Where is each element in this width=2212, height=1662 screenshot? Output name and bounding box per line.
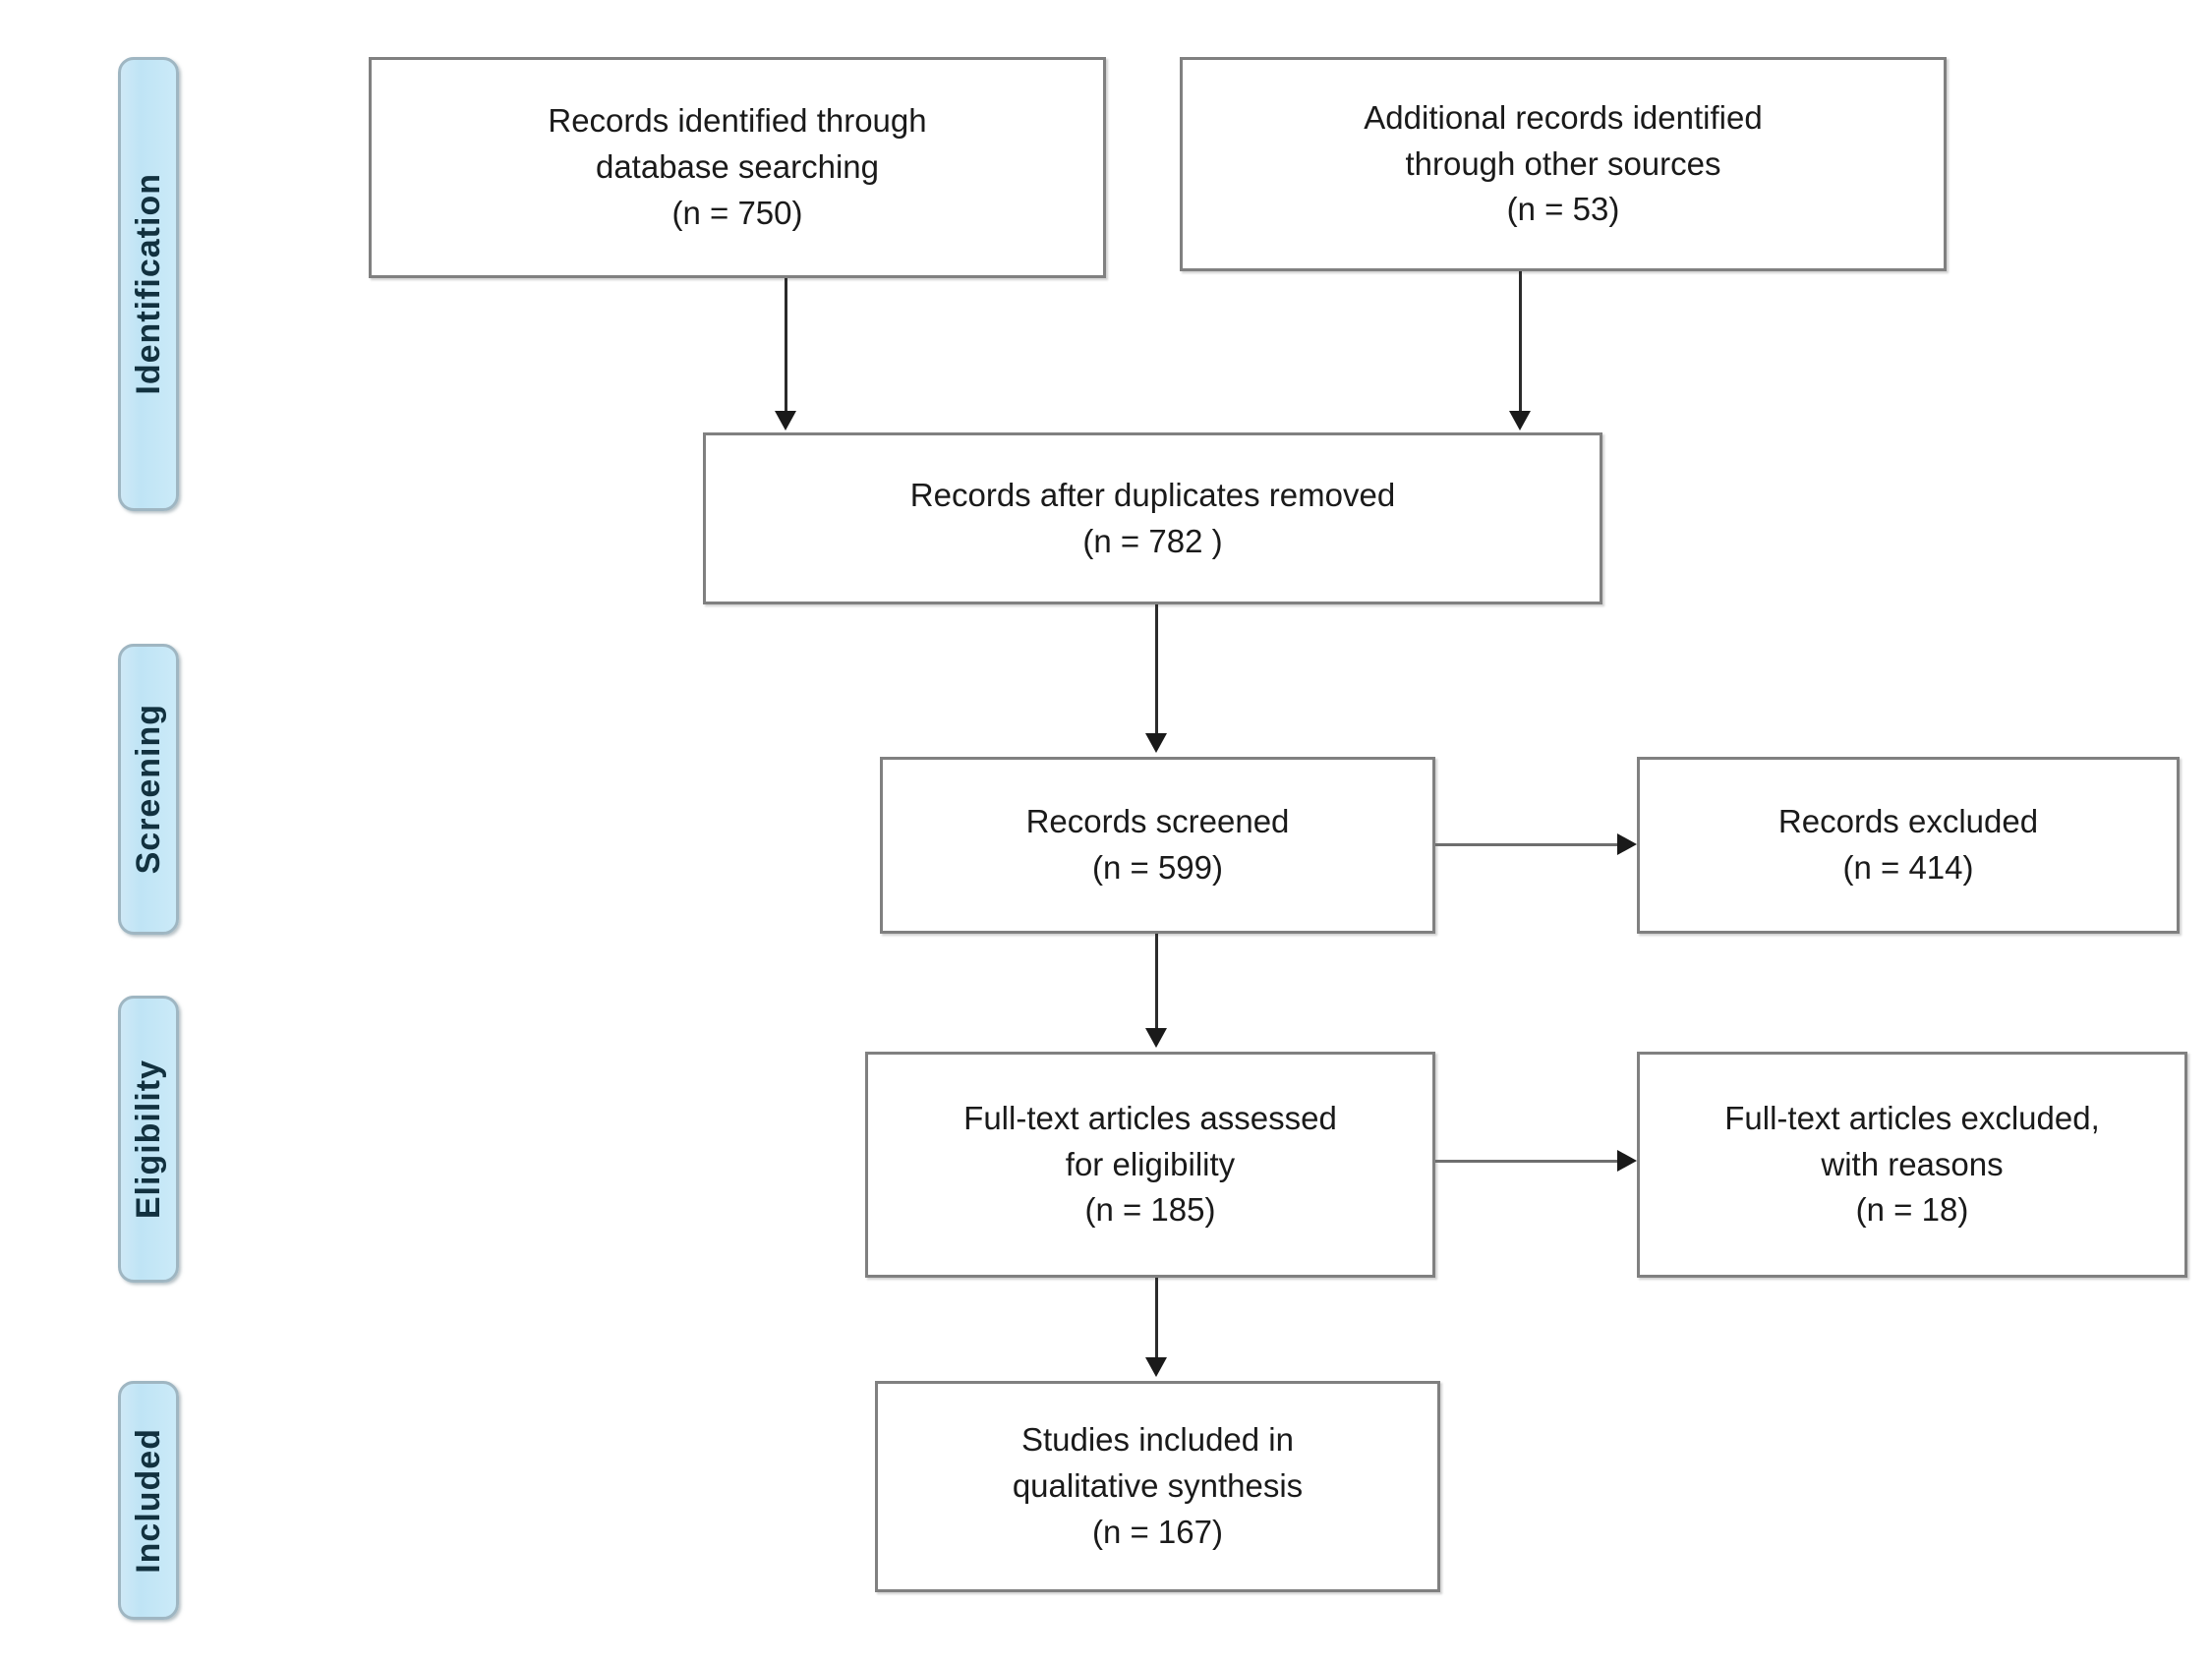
stage-label-identification: Identification [118,57,179,511]
box-studies-included: Studies included in qualitative synthesi… [875,1381,1440,1592]
connector-screened-to-fulltext-arrow [1145,1028,1167,1048]
connector-identified-to-duplicates-arrow [775,411,796,430]
box-records-screened-text: Records screened (n = 599) [1025,803,1290,886]
connector-fulltext-to-excluded-line [1435,1160,1618,1163]
connector-additional-to-duplicates-arrow [1509,411,1531,430]
box-studies-included-text: Studies included in qualitative synthesi… [1012,1421,1304,1550]
connector-duplicates-to-screened-arrow [1145,733,1167,753]
box-records-excluded: Records excluded (n = 414) [1637,757,2180,934]
connector-additional-to-duplicates-line [1519,271,1522,413]
connector-fulltext-to-included-line [1155,1278,1158,1359]
stage-label-eligibility: Eligibility [118,996,179,1283]
box-additional-records-text: Additional records identified through ot… [1364,98,1763,228]
connector-duplicates-to-screened-line [1155,604,1158,735]
box-records-identified: Records identified through database sear… [369,57,1106,278]
stage-label-screening-text: Screening [129,704,167,875]
box-fulltext-excluded-text: Full-text articles excluded, with reason… [1724,1099,2100,1229]
box-fulltext-assessed-text: Full-text articles assessed for eligibil… [963,1099,1337,1229]
box-additional-records: Additional records identified through ot… [1180,57,1947,271]
box-records-after-duplicates: Records after duplicates removed (n = 78… [703,432,1602,604]
connector-screened-to-excluded-arrow [1617,833,1637,855]
connector-screened-to-fulltext-line [1155,934,1158,1030]
connector-fulltext-to-included-arrow [1145,1357,1167,1377]
stage-label-eligibility-text: Eligibility [129,1059,167,1220]
stage-label-identification-text: Identification [129,173,167,395]
box-records-excluded-text: Records excluded (n = 414) [1777,803,2039,886]
stage-label-included: Included [118,1381,179,1620]
box-records-after-duplicates-text: Records after duplicates removed (n = 78… [909,476,1396,559]
connector-identified-to-duplicates-line [785,278,787,413]
box-fulltext-assessed: Full-text articles assessed for eligibil… [865,1052,1435,1278]
box-records-identified-text: Records identified through database sear… [548,102,927,231]
stage-label-included-text: Included [129,1427,167,1574]
connector-screened-to-excluded-line [1435,843,1618,846]
connector-fulltext-to-excluded-arrow [1617,1150,1637,1172]
stage-label-screening: Screening [118,644,179,935]
box-records-screened: Records screened (n = 599) [880,757,1435,934]
box-fulltext-excluded: Full-text articles excluded, with reason… [1637,1052,2187,1278]
